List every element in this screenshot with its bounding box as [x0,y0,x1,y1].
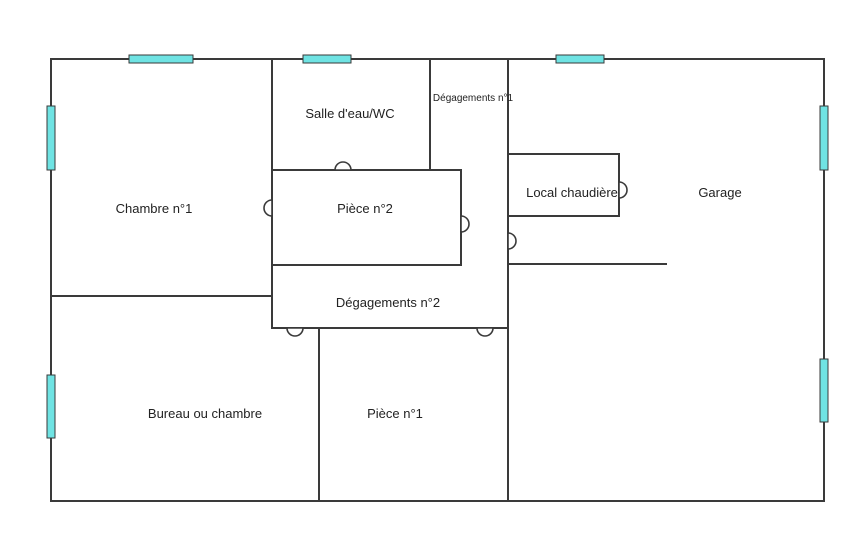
door-garage [507,232,517,250]
outer-walls [50,58,825,502]
window-garage-east-top [819,105,829,171]
door-piece2-east [460,215,470,233]
room-label-degagements-1: Dégagements n°1 [433,93,514,104]
room-label-salle-eau: Salle d'eau/WC [305,106,394,121]
door-salle-eau [334,161,352,171]
door-piece2-west [263,199,273,217]
room-label-bureau: Bureau ou chambre [148,406,262,421]
room-labels: Chambre n°1 Salle d'eau/WC Dégagements n… [116,93,742,421]
windows [46,54,829,439]
outer-wall [50,58,825,502]
doors [263,161,628,337]
interior-walls [50,58,667,502]
room-label-chambre-1: Chambre n°1 [116,201,193,216]
room-label-piece-1: Pièce n°1 [367,406,423,421]
door-chaudiere [618,181,628,199]
window-bureau-west [46,374,56,439]
door-bureau [286,327,304,337]
window-garage-north [555,54,605,64]
room-label-garage: Garage [698,185,741,200]
window-garage-east-bottom [819,358,829,423]
window-chambre-west [46,105,56,171]
room-label-local-chaudiere: Local chaudière [526,185,618,200]
window-salle-eau [302,54,352,64]
window-chambre-north [128,54,194,64]
door-piece1 [476,327,494,337]
room-label-piece-2: Pièce n°2 [337,201,393,216]
room-label-degagements-2: Dégagements n°2 [336,295,440,310]
